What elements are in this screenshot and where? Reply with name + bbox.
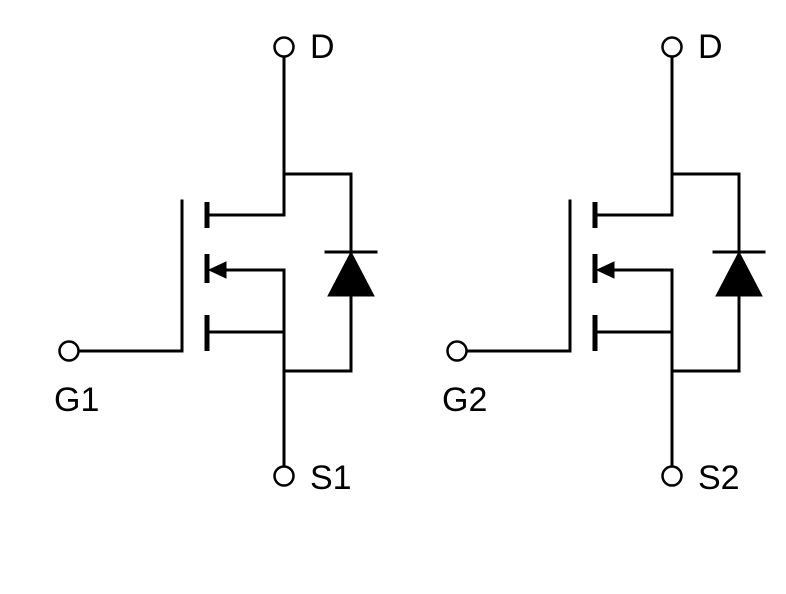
q1-source-wire [205,330,353,468]
q1-body-arrow [207,261,286,334]
q1-source-terminal [273,465,295,487]
q2-drain-label: D [698,28,723,66]
q2-body-diode [712,172,766,373]
q2-gate-terminal [446,340,468,362]
q2-source-label: S2 [698,459,740,497]
q2-source-wire [593,330,741,468]
q2-source-terminal [661,465,683,487]
q2-gate-label: G2 [442,381,487,419]
q1-drain-label: D [310,28,335,66]
mosfet-q1: D G1 S1 [54,28,378,497]
q1-drain-wire [205,54,353,217]
q1-body-diode [324,172,378,373]
q1-source-label: S1 [310,459,352,497]
q1-gate-terminal [58,340,80,362]
q2-drain-terminal [661,36,683,58]
q1-gate-plate [79,199,184,353]
mosfet-q2: D G2 S2 [442,28,766,497]
q2-drain-wire [593,54,741,217]
q1-gate-label: G1 [54,381,99,419]
q2-body-arrow [595,261,674,334]
q2-gate-plate [467,199,572,353]
q1-drain-terminal [273,36,295,58]
